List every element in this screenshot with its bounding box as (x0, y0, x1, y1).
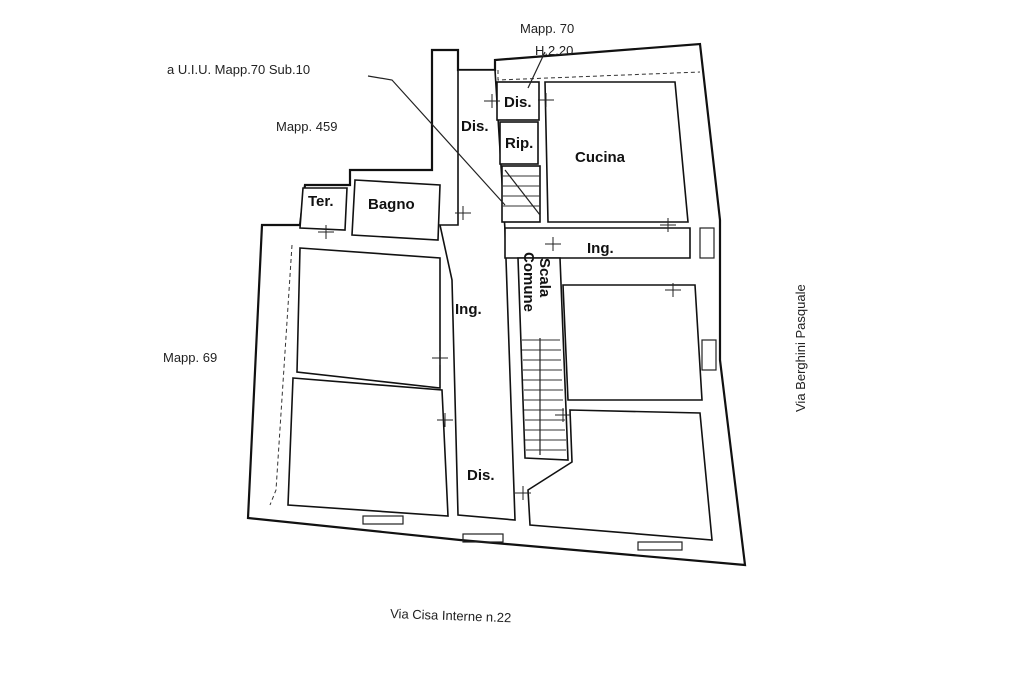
uiu-label: a U.I.U. Mapp.70 Sub.10 (167, 62, 310, 77)
room-ter: Ter. (308, 193, 334, 210)
room-rip: Rip. (505, 135, 533, 152)
room-ing-right: Ing. (587, 240, 614, 257)
left-boundary (269, 244, 293, 506)
room-dis-top: Dis. (504, 94, 532, 111)
right-large-rooms (527, 284, 713, 541)
height-label: H.2.20 (535, 43, 573, 58)
upper-boundary (497, 70, 701, 81)
mapp70-label: Mapp. 70 (520, 21, 574, 36)
left-large-rooms (287, 247, 449, 517)
room-ing-center: Ing. (455, 301, 482, 318)
room-bagno: Bagno (368, 196, 415, 213)
central-corridor (439, 69, 516, 521)
top-right-rooms (496, 81, 691, 259)
room-cucina: Cucina (575, 149, 626, 166)
door-markers (318, 93, 681, 500)
left-wing-top (299, 179, 441, 241)
street-east-label: Via Berghini Pasquale (793, 284, 808, 412)
room-scala-line1: Scala (536, 258, 553, 298)
stair-steps (522, 338, 566, 455)
mapp459-label: Mapp. 459 (276, 119, 337, 134)
common-stair (517, 257, 569, 461)
window-marks (362, 227, 717, 551)
leader-line (367, 51, 546, 206)
room-scala-line2: Comune (520, 252, 537, 312)
room-dis-left: Dis. (461, 118, 489, 135)
street-south-label: Via Cisa Interne n.22 (390, 606, 512, 625)
room-dis-bottom: Dis. (467, 467, 495, 484)
mapp69-label: Mapp. 69 (163, 350, 217, 365)
